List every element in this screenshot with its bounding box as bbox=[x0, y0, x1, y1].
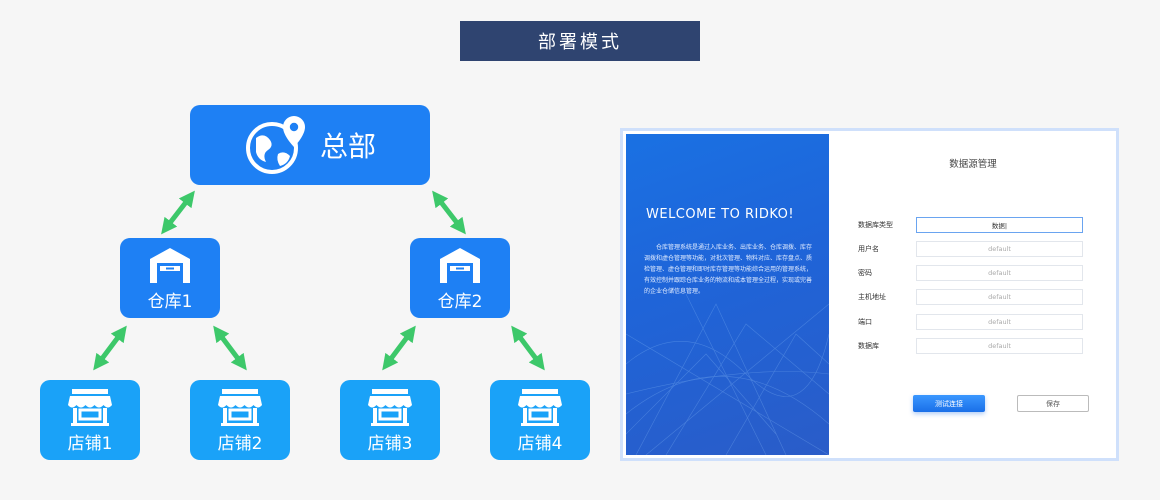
db-type-input[interactable]: 数据| bbox=[916, 217, 1083, 233]
field-label: 数据库 bbox=[858, 342, 879, 350]
store-node-2: 店铺2 bbox=[190, 380, 290, 460]
arrow-wh2-st3 bbox=[382, 325, 416, 371]
arrow-wh1-st2 bbox=[213, 325, 247, 371]
store-node-3: 店铺3 bbox=[340, 380, 440, 460]
form-row-host: 主机地址 default bbox=[858, 289, 1088, 305]
form-row-db-type: 数据库类型 数据| bbox=[858, 217, 1088, 233]
database-input[interactable]: default bbox=[916, 338, 1083, 354]
connection-arrows bbox=[93, 190, 545, 371]
store-icon bbox=[218, 388, 262, 426]
system-description: 仓库管理系统是通过入库业务、出库业务、仓库调拨、库存调拨和虚仓管理等功能，对批次… bbox=[644, 244, 813, 295]
warehouse-icon bbox=[440, 247, 480, 283]
store-label: 店铺2 bbox=[217, 433, 263, 454]
store-node-4: 店铺4 bbox=[490, 380, 590, 460]
store-label: 店铺3 bbox=[367, 433, 413, 454]
host-input[interactable]: default bbox=[916, 289, 1083, 305]
username-input[interactable]: default bbox=[916, 241, 1083, 257]
field-label: 密码 bbox=[858, 269, 872, 277]
warehouse-label: 仓库2 bbox=[437, 291, 483, 312]
welcome-panel: WELCOME TO RIDKO! 仓库管理系统是通过入库业务、出库业务、仓库调… bbox=[626, 134, 829, 455]
store-label: 店铺4 bbox=[517, 433, 563, 454]
field-label: 数据库类型 bbox=[858, 221, 893, 229]
warehouse-node-1: 仓库1 bbox=[120, 238, 220, 318]
store-icon bbox=[518, 388, 562, 426]
page-title: 部署模式 bbox=[460, 21, 700, 61]
save-button[interactable]: 保存 bbox=[1017, 395, 1089, 412]
form-row-port: 端口 default bbox=[858, 314, 1088, 330]
arrow-hq-wh1 bbox=[161, 190, 195, 235]
arrow-hq-wh2 bbox=[432, 190, 466, 235]
field-label: 用户名 bbox=[858, 245, 879, 253]
store-node-1: 店铺1 bbox=[40, 380, 140, 460]
warehouse-label: 仓库1 bbox=[147, 291, 193, 312]
form-title: 数据源管理 bbox=[949, 159, 997, 170]
warehouse-icon bbox=[150, 247, 190, 283]
arrow-wh2-st4 bbox=[511, 325, 545, 371]
store-label: 店铺1 bbox=[67, 433, 113, 454]
store-icon bbox=[68, 388, 112, 426]
store-icon bbox=[368, 388, 412, 426]
welcome-heading: WELCOME TO RIDKO! bbox=[646, 207, 795, 222]
network-lines-decoration bbox=[626, 293, 829, 455]
globe-location-icon bbox=[245, 116, 305, 174]
datasource-screenshot: WELCOME TO RIDKO! 仓库管理系统是通过入库业务、出库业务、仓库调… bbox=[620, 128, 1119, 461]
field-label: 主机地址 bbox=[858, 293, 886, 301]
warehouse-node-2: 仓库2 bbox=[410, 238, 510, 318]
field-label: 端口 bbox=[858, 318, 872, 326]
password-input[interactable]: default bbox=[916, 265, 1083, 281]
hq-label: 总部 bbox=[319, 130, 376, 163]
port-input[interactable]: default bbox=[916, 314, 1083, 330]
form-row-password: 密码 default bbox=[858, 265, 1088, 281]
arrow-wh1-st1 bbox=[93, 325, 127, 371]
form-row-database: 数据库 default bbox=[858, 338, 1088, 354]
headquarters-node: 总部 bbox=[190, 105, 430, 185]
test-connection-button[interactable]: 测试连接 bbox=[913, 395, 985, 412]
form-row-username: 用户名 default bbox=[858, 241, 1088, 257]
